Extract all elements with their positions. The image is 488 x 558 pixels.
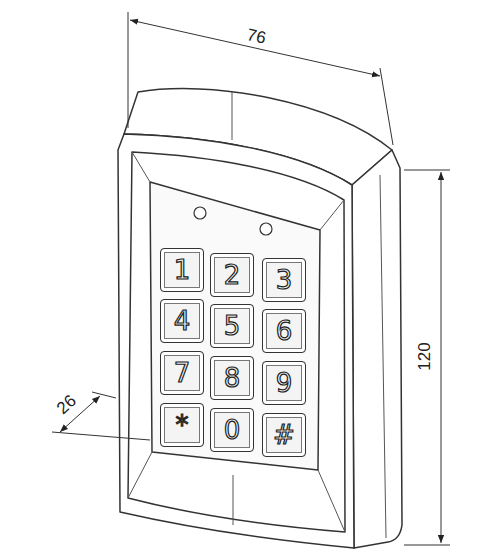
dimension-label: 120 [416,340,433,372]
keypad-key: 8 [210,356,254,400]
led [194,207,206,219]
key-legend: 4 [174,308,191,334]
housing-front [118,134,354,548]
dimension-label: 76 [243,25,269,47]
housing-side [352,150,402,548]
bevel-edge [128,452,152,498]
keypad-key: 9 [262,361,306,405]
keypad-key: 5 [210,304,254,348]
mould-seam [232,92,233,140]
dimension-line [130,20,380,76]
key-legend: 9 [276,370,293,396]
keypad-key: 3 [262,258,306,302]
keypad-key: 1 [160,248,204,292]
key-legend: 2 [224,262,241,288]
bevel-edge [132,152,150,182]
key-legend: # [273,422,295,448]
key-legend: 6 [276,318,293,344]
keypad-key: 2 [210,253,254,297]
keypad-key: 7 [160,351,204,395]
extension-line [52,432,150,440]
side-edge [380,175,386,538]
keypad-key: 6 [262,309,306,353]
key-legend: 5 [224,313,241,339]
extension-line [128,12,129,128]
keypad-key: 4 [160,299,204,343]
extension-line [380,68,393,145]
extension-line [92,392,116,398]
keypad-key: 0 [210,408,254,452]
key-legend: * [176,412,189,438]
key-legend: 0 [224,417,241,443]
extension-line [404,170,450,171]
dimension-label: 26 [52,390,80,418]
mould-seam [233,475,234,525]
led [260,223,272,235]
key-legend: 1 [174,257,191,283]
keypad-panel [150,182,320,470]
key-legend: 7 [174,360,191,386]
front-bevel [128,152,345,532]
extension-line [404,545,450,546]
keypad-key: * [160,403,204,447]
keypad-key: # [262,413,306,457]
bevel-edge [318,470,345,532]
bevel-edge [320,200,344,230]
dimension-line [441,172,442,543]
key-legend: 8 [224,365,241,391]
key-legend: 3 [276,267,293,293]
